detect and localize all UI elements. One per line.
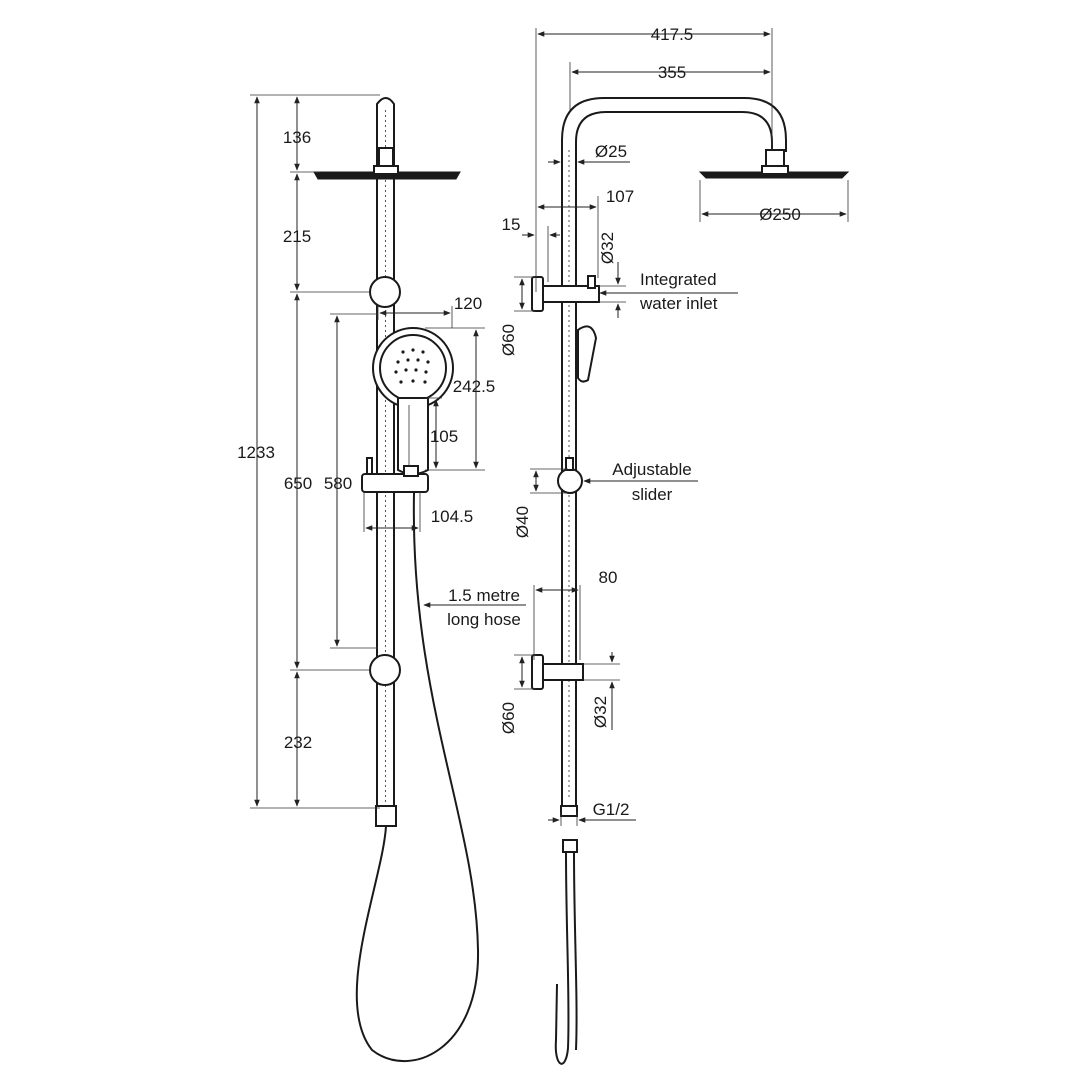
dim-bracket-stub-label: 15: [502, 215, 521, 234]
side-dimensions: [514, 28, 849, 826]
dim-bottom-label: 232: [284, 733, 312, 752]
front-slider: [361, 457, 429, 493]
dim-top-wall-plate-label: Ø60: [499, 324, 518, 356]
dim-upper-label: 215: [283, 227, 311, 246]
dim-pipe-dia-label: Ø25: [595, 142, 627, 161]
hose-note-line1: 1.5 metre: [448, 586, 520, 605]
dim-slider-offset-label: 104.5: [431, 507, 474, 526]
dim-bottom-wall-plate-label: Ø60: [499, 702, 518, 734]
dim-rail-span-label: 650: [284, 474, 312, 493]
inlet-note-line2: water inlet: [639, 294, 718, 313]
dim-head-dia-label: Ø250: [759, 205, 801, 224]
dim-top-bracket-dia-label: Ø32: [598, 232, 617, 264]
dim-arm-inner-label: 355: [658, 63, 686, 82]
side-hand-shower: [577, 325, 598, 383]
dim-handpiece-width-label: 120: [454, 294, 482, 313]
dim-slider-dia-label: Ø40: [513, 506, 532, 538]
side-view: 417.5 355 Ø25 Ø250 107 15 Ø32 Ø60 Integr…: [499, 25, 850, 1065]
front-view: 136 215 120 242.5 105 1233 650 580 104.5…: [237, 94, 526, 1063]
slider-note-line1: Adjustable: [612, 460, 691, 479]
side-upper-bracket: [531, 275, 600, 312]
dim-bottom-bracket-dia-label: Ø32: [591, 696, 610, 728]
dim-arm-outer-label: 417.5: [651, 25, 694, 44]
front-dimensions: [250, 94, 526, 809]
dim-thread-label: G1/2: [593, 800, 630, 819]
dim-slider-travel-label: 580: [324, 474, 352, 493]
front-rail: [375, 97, 397, 827]
front-upper-bracket: [369, 276, 401, 308]
front-lower-bracket: [369, 654, 401, 686]
side-shower-head: [698, 165, 850, 179]
side-slider: [557, 457, 583, 494]
dim-handpiece-height-label: 242.5: [453, 377, 496, 396]
slider-note-line2: slider: [632, 485, 673, 504]
front-hose: [355, 492, 480, 1063]
side-hose: [554, 839, 578, 1065]
dim-handle-length-label: 105: [430, 427, 458, 446]
dim-bracket-reach-label: 107: [606, 187, 634, 206]
dim-total-height-label: 1233: [237, 443, 275, 462]
front-shower-head: [313, 165, 461, 180]
dim-bottom-offset-label: 80: [599, 568, 618, 587]
side-lower-bracket: [531, 654, 584, 690]
inlet-note-line1: Integrated: [640, 270, 717, 289]
dim-top-label: 136: [283, 128, 311, 147]
hose-note-line2: long hose: [447, 610, 521, 629]
